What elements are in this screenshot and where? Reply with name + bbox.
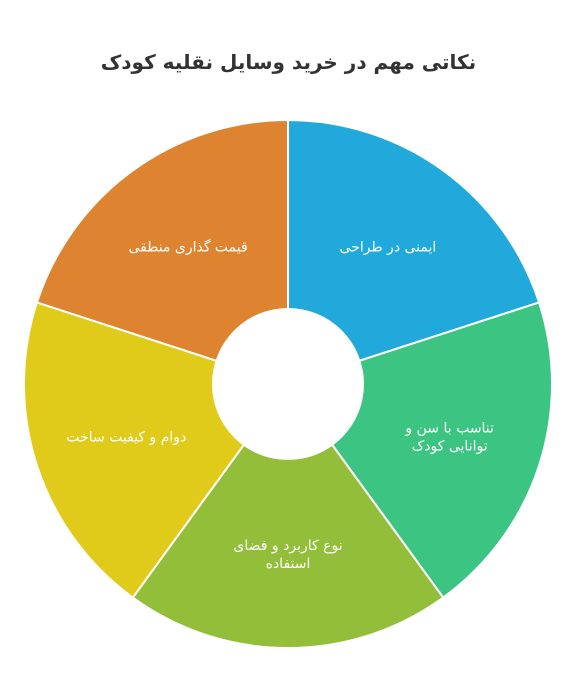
- segment-4-label-line-1: دوام و کیفیت ساخت: [66, 430, 186, 446]
- diagram-title: نکاتی مهم در خرید وسایل نقلیه کودک: [100, 50, 477, 74]
- segment-5: [35, 118, 289, 386]
- segment-1: [287, 118, 541, 386]
- segment-5-label-line-1: قیمت گذاری منطقی: [128, 238, 247, 255]
- donut-hole: [212, 308, 364, 460]
- segment-2-label-line-2: توانایی کودک: [412, 439, 488, 455]
- segment-2-label-line-1: تناسب با سن و: [404, 421, 494, 437]
- segment-3-label-line-1: نوع کاربرد و فضای: [233, 538, 342, 554]
- segment-3: [131, 382, 445, 649]
- segment-3-label-line-2: استفاده: [266, 556, 311, 572]
- segment-1-label-line-1: ایمنی در طراحی: [340, 239, 437, 255]
